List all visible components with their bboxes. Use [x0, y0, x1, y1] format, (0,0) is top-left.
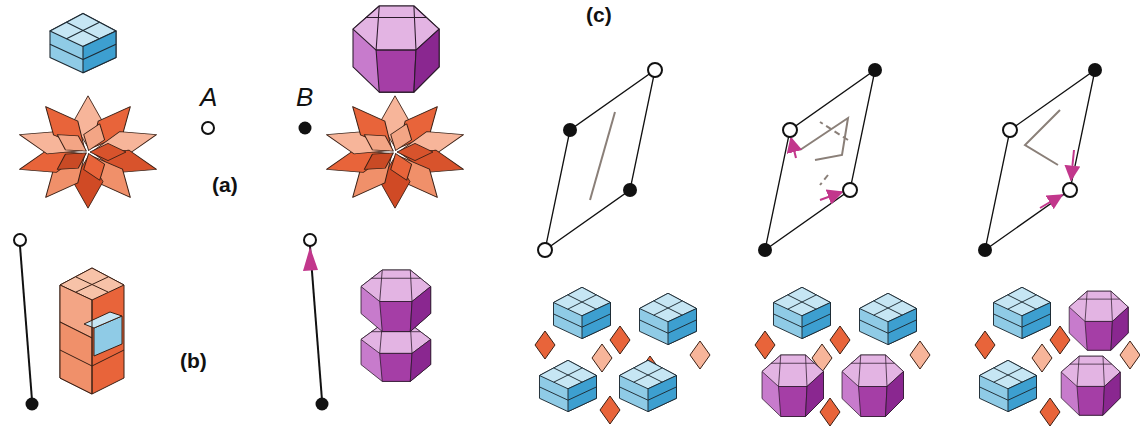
panel-label: (c): [586, 4, 612, 25]
panel-label: (b): [180, 350, 207, 371]
panel-label: (a): [212, 174, 238, 195]
point-label: B: [296, 84, 313, 110]
point-label: A: [200, 84, 217, 110]
